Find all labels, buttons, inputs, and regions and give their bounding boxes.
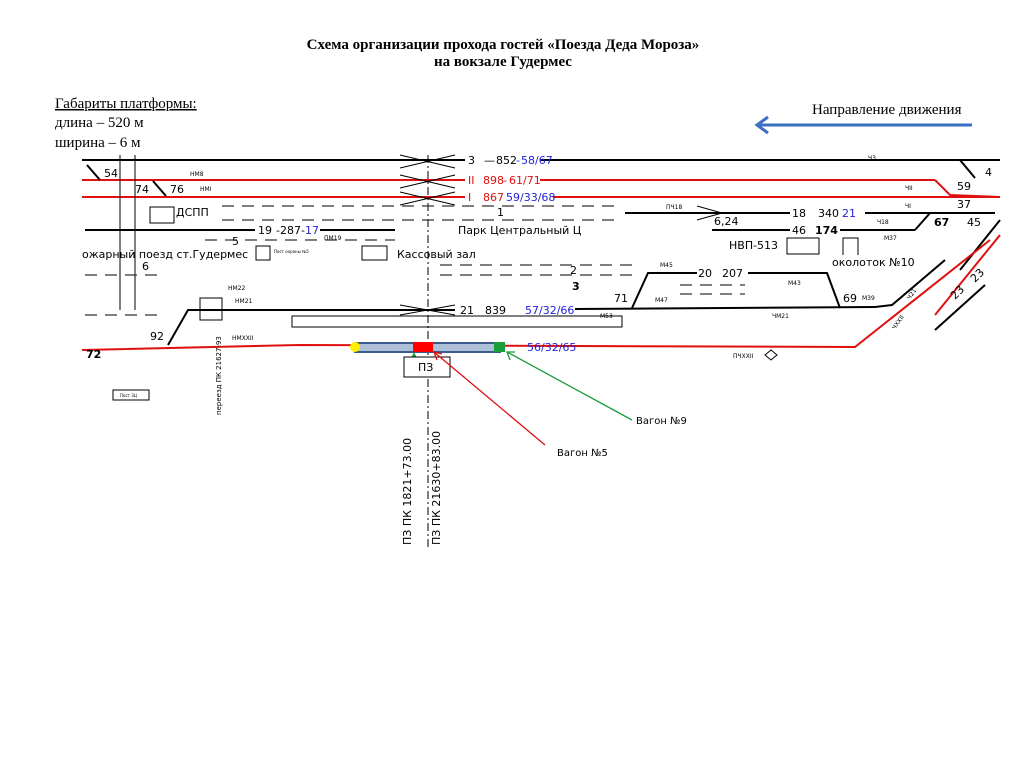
track-3: 3 — 852 - 58/67 — [82, 154, 1000, 167]
diagram-label: 61/71 — [509, 174, 541, 187]
diagram-label: 1 — [497, 206, 504, 219]
direction-label: Направление движения — [812, 102, 962, 118]
diagram-label: Ч18 — [877, 219, 889, 226]
dims-length: длина – 520 м — [55, 115, 144, 131]
diagram-label: М39 — [862, 295, 875, 302]
wagon9-marker — [494, 342, 505, 352]
diagram-label: 2 — [570, 264, 577, 277]
diagram-label: 207 — [722, 267, 743, 280]
diagram-label: 37 — [957, 198, 971, 211]
diagram-label: ЧМ21 — [772, 313, 789, 320]
diagram-label: 23 — [968, 266, 987, 285]
wagon9-callout: Вагон №9 — [506, 351, 687, 427]
diagram-label: Пост 3Ц — [120, 393, 137, 398]
dims-width: ширина – 6 м — [55, 135, 141, 151]
diagram-label: 852 — [496, 154, 517, 167]
diagram-label: 3 — [572, 280, 580, 293]
diagram-label: 56/32/65 — [527, 341, 576, 354]
platform-outline — [291, 315, 623, 328]
diagram-label: 21 — [842, 207, 856, 220]
diagram-label: 72 — [86, 348, 101, 361]
okolotok-label: околоток №10 — [832, 256, 915, 269]
diagram-label: 867 — [483, 191, 504, 204]
diagram-label: 6 — [142, 260, 149, 273]
diagram-label: НМXXII — [232, 335, 254, 342]
wagon5-callout: Вагон №5 — [432, 351, 608, 459]
diagram-label: II — [468, 174, 475, 187]
svg-text:-: - — [516, 154, 520, 167]
diagram-label: ЧII — [905, 185, 913, 192]
diagram-label: ПЧXXII — [733, 353, 754, 360]
pz-pk2: ПЗ ПК 21630+83.00 — [430, 431, 443, 545]
diagram-label: 5 — [232, 235, 239, 248]
dspp-building — [149, 206, 175, 224]
start-marker — [350, 342, 360, 352]
nvp-label: НВП-513 — [729, 239, 778, 252]
diagram-label: 71 — [614, 292, 628, 305]
diagram-label: Вагон №5 — [557, 448, 608, 459]
diagram-label: НМ8 — [190, 171, 204, 178]
diagram-label: 74 — [135, 183, 149, 196]
diagram-label: 898 — [483, 174, 504, 187]
diagram-label: 18 — [792, 207, 806, 220]
wagon5-marker — [413, 342, 433, 352]
track-II: II 898 - 61/71 — [82, 174, 1001, 198]
diagram-label: 92 — [150, 330, 164, 343]
track-I: I 867 59/33/68 — [82, 191, 1000, 204]
diagram-label: М37 — [884, 235, 897, 242]
arrow-left-icon — [754, 115, 972, 135]
fire-train-label: ожарный поезд ст.Гудермес — [82, 248, 248, 261]
pz-box — [403, 356, 451, 378]
diagram-label: Пост охраны №5 — [274, 249, 309, 254]
diagram-label: М47 — [655, 297, 668, 304]
diagram-label: Ч3 — [868, 155, 876, 162]
diagram-label: М45 — [660, 262, 673, 269]
diagram-label: 4 — [985, 166, 992, 179]
diagram-label: 6,24 — [714, 215, 739, 228]
diagram-label: 76 — [170, 183, 184, 196]
diagram-label: 20 — [698, 267, 712, 280]
diagram-label: 54 — [104, 167, 118, 180]
diagram-label: 45 — [967, 216, 981, 229]
diagram-label: М43 — [788, 280, 801, 287]
dspp-label: ДСПП — [176, 206, 209, 219]
park-label: Парк Центральный Ц — [458, 224, 582, 237]
diagram-label: 839 — [485, 304, 506, 317]
diagram-label: НМ21 — [235, 298, 253, 305]
diagram-label: НМ22 — [228, 285, 246, 292]
svg-text:-287-: -287- — [276, 224, 305, 237]
diagram-label: 46 — [792, 224, 806, 237]
diagram-label: 174 — [815, 224, 838, 237]
svg-text:-: - — [503, 174, 507, 187]
diagram-label: 67 — [934, 216, 949, 229]
diagram-label: переезд ПК 21627-93 — [215, 336, 223, 415]
svg-text:—: — — [484, 154, 495, 167]
diagram-label: НМI — [200, 186, 212, 193]
diagram-label: 59/33/68 — [506, 191, 555, 204]
pz-pk1: ПЗ ПК 1821+73.00 — [401, 438, 414, 545]
diagram-label: ПЗ — [418, 361, 433, 374]
diagram-label: 19 — [258, 224, 272, 237]
diagram-label: ПМ19 — [324, 235, 342, 242]
dims-heading: Габариты платформы: — [55, 96, 197, 112]
diagram-label: 21 — [460, 304, 474, 317]
diagram-label: Вагон №9 — [636, 416, 687, 427]
title-line1: Схема организации прохода гостей «Поезда… — [307, 37, 700, 53]
diagram-label: 57/32/66 — [525, 304, 574, 317]
diagram-label: 3 — [468, 154, 475, 167]
diagram-label: 23 — [948, 283, 967, 302]
diagram-label: 69 — [843, 292, 857, 305]
diagram-label: ПЧ18 — [666, 204, 682, 211]
diagram-label: 59 — [957, 180, 971, 193]
diagram-label: ЧI — [905, 203, 911, 210]
title-line2: на вокзале Гудермес — [434, 54, 572, 70]
diagram-label: I — [468, 191, 471, 204]
diagram-label: 17 — [305, 224, 319, 237]
diagram-label: 58/67 — [521, 154, 553, 167]
cash-hall-label: Кассовый зал — [397, 248, 476, 261]
diagram-label: 340 — [818, 207, 839, 220]
